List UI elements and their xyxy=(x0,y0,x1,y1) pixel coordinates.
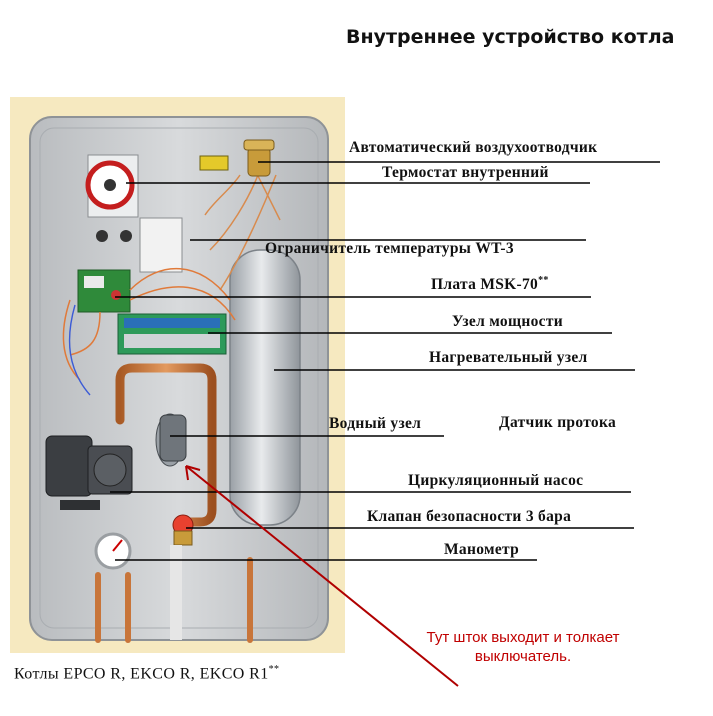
leader-lines xyxy=(110,161,660,561)
heating-elements xyxy=(237,172,279,563)
label-power-unit: Узел мощности xyxy=(452,313,563,330)
outlet-pipes xyxy=(95,557,253,643)
wiring xyxy=(62,268,236,381)
water-unit xyxy=(155,413,187,467)
label-pump: Циркуляционный насос xyxy=(408,472,584,489)
label-safety-valve: Клапан безопасности 3 бара xyxy=(367,508,572,525)
label-thermostat: Термостат внутренний xyxy=(382,164,549,181)
label-heating-unit: Нагревательный узел xyxy=(429,349,588,366)
label-board: Плата MSK-70** xyxy=(431,275,549,294)
annotation-note: Тут шток выходит и толкает выключатель. xyxy=(398,628,648,666)
heating-cylinder xyxy=(229,249,301,526)
air-vent xyxy=(243,139,275,177)
power-unit xyxy=(117,313,227,355)
limiter-block xyxy=(139,217,183,273)
label-water-unit: Водный узел xyxy=(329,415,422,432)
label-flow-sensor: Датчик протока xyxy=(499,414,617,431)
annotation-line-2: выключатель. xyxy=(474,648,572,665)
label-air-vent: Автоматический воздухоотводчик xyxy=(349,139,598,156)
page-title: Внутреннее устройство котла xyxy=(346,26,675,48)
label-limiter: Ограничитель температуры WT-3 xyxy=(265,240,514,257)
safety-valve xyxy=(172,514,194,546)
circulation-pump xyxy=(45,435,133,510)
annotation-line-1: Тут шток выходит и толкает xyxy=(426,629,620,646)
label-manometer: Манометр xyxy=(444,541,520,558)
footer-models: Котлы EPCO R, EKCO R, EKCO R1** xyxy=(14,664,280,683)
terminal-block xyxy=(199,155,229,171)
manometer xyxy=(94,532,132,570)
control-board xyxy=(77,269,131,313)
annotation-arrow xyxy=(185,465,459,687)
thermostat-dial xyxy=(85,154,139,242)
